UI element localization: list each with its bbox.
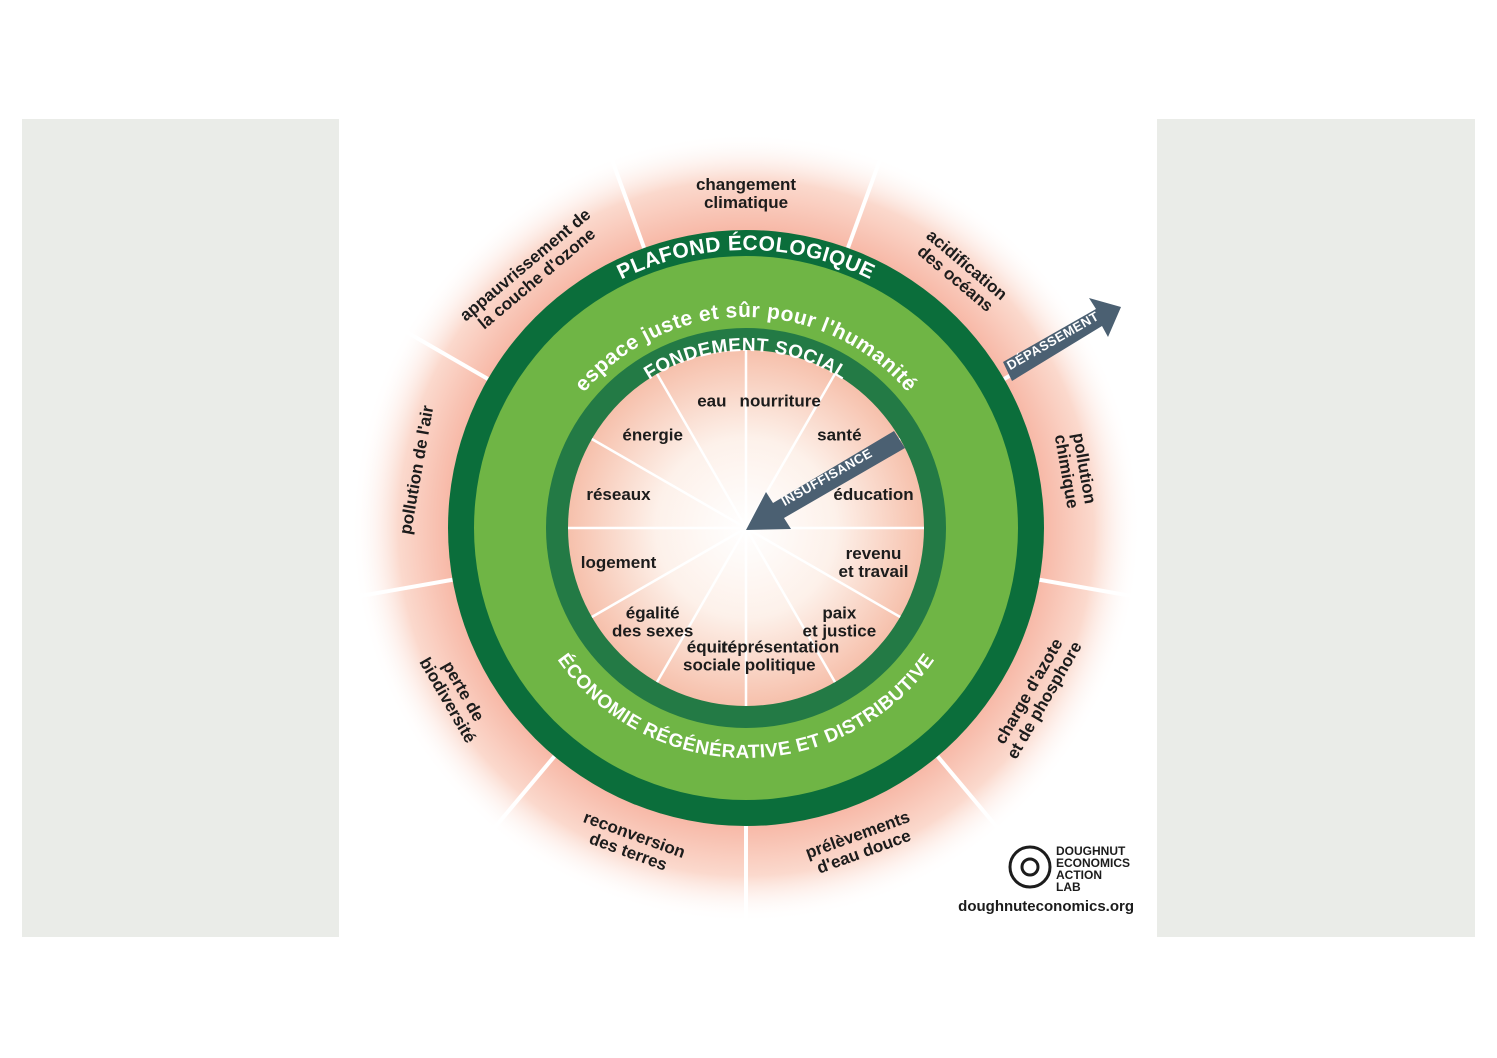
social-label-education: éducation [833,485,913,504]
social-label-food: nourriture [740,391,821,410]
social-label-water: eau [697,391,726,410]
left-grey-panel [22,119,339,937]
inner-divider-line [745,526,901,619]
outer-divider-line [1039,577,1141,600]
social-label-health: santé [817,426,861,445]
social-label-networks: réseaux [586,485,651,504]
website-url[interactable]: doughnuteconomics.org [958,898,1134,915]
outer-divider-line [846,151,885,249]
outer-divider-line [607,151,646,249]
inner-divider-line [591,526,747,619]
outer-divider-line [398,326,489,381]
inner-divider-line [591,437,747,530]
outer-divider-line [487,754,556,836]
logo-line-3: ACTION [1056,868,1102,882]
outer-divider-line [351,577,453,600]
right-grey-panel [1157,119,1475,937]
inner-divider-line [655,373,748,529]
logo-line-4: LAB [1056,880,1081,894]
social-label-energy: énergie [622,426,682,445]
logo-line-1: DOUGHNUT [1056,844,1126,858]
inner-divider-line [655,527,748,683]
outer-dividers [351,151,1141,928]
outer-divider-line [936,754,1005,836]
doughnut-economics-logo: DOUGHNUT ECONOMICS ACTION LAB doughnutec… [958,844,1134,915]
social-label-housing: logement [581,553,657,572]
inner-divider-line [744,527,837,683]
logo-line-2: ECONOMICS [1056,856,1130,870]
doughnut-logo-icon [1008,845,1052,889]
